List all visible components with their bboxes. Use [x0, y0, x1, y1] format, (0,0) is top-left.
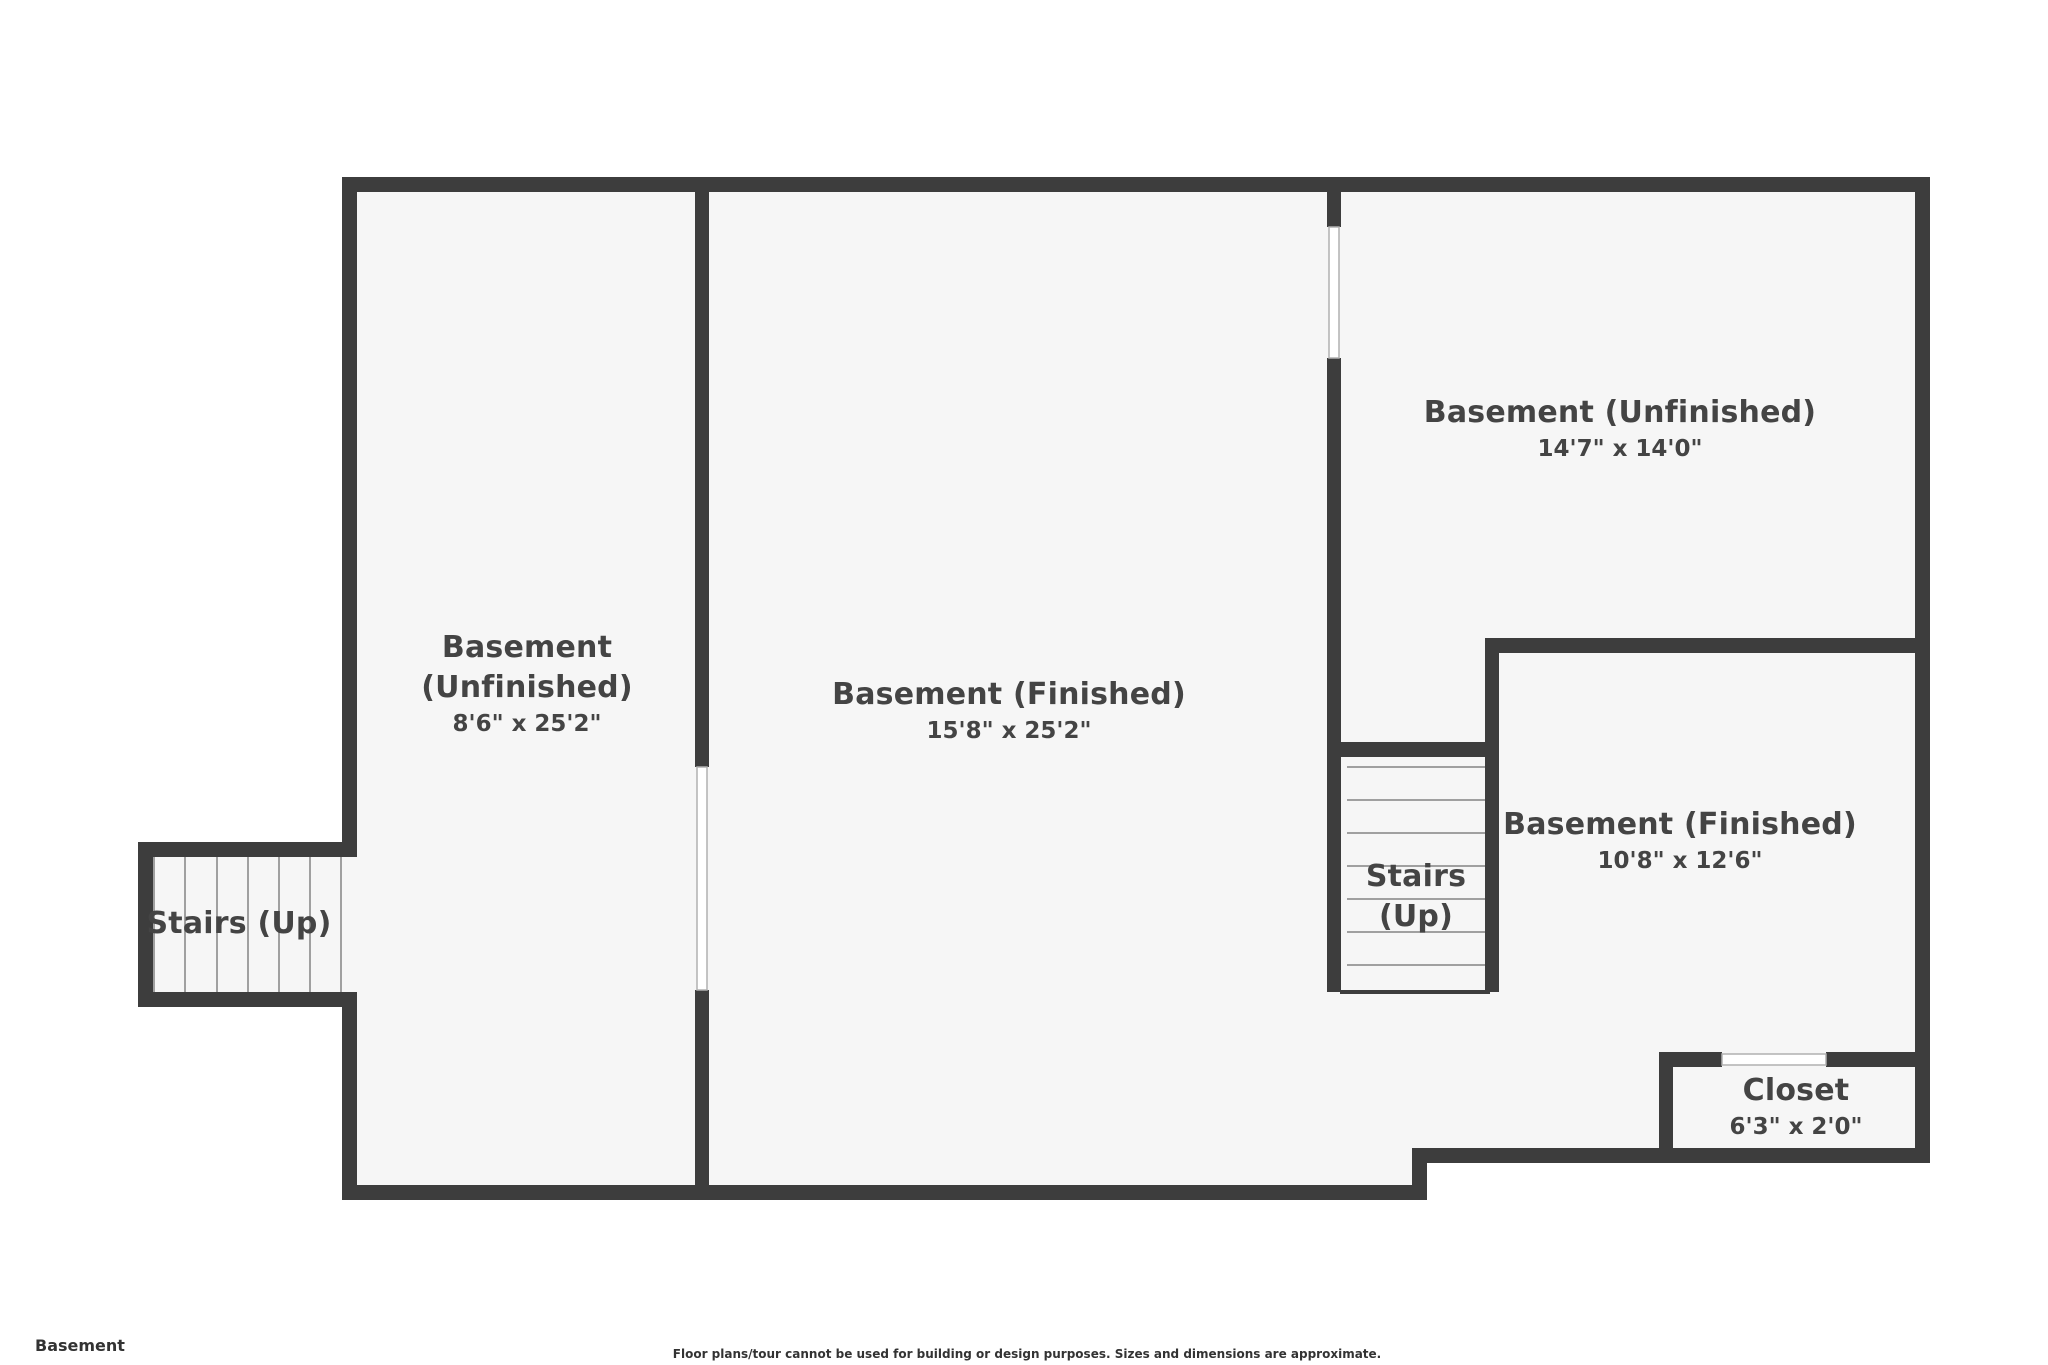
room-label-right-unfinished: Basement (Unfinished) 14'7" x 14'0"	[1424, 393, 1816, 465]
disclaimer: Floor plans/tour cannot be used for buil…	[0, 1347, 2048, 1361]
room-dimensions: 14'7" x 14'0"	[1537, 436, 1703, 462]
stairs-label-left: Stairs (Up)	[146, 904, 331, 944]
wall-bottom-main	[342, 1185, 1427, 1200]
wall-right-finished-left	[1485, 638, 1499, 992]
wall-closet-top-right	[1826, 1052, 1930, 1067]
room-name: Closet	[1742, 1073, 1850, 1108]
room-dimensions: 6'3" x 2'0"	[1729, 1114, 1863, 1140]
room-dimensions: 15'8" x 25'2"	[926, 718, 1092, 744]
room-name: Basement (Finished)	[832, 677, 1186, 712]
wall-left-stairs-bottom	[138, 992, 357, 1007]
wall-divider-left-lower	[695, 990, 709, 1200]
wall-right	[1915, 177, 1930, 1163]
room-name-line2: (Unfinished)	[421, 670, 633, 705]
main-floor-area	[349, 184, 1923, 1192]
room-label-right-finished: Basement (Finished) 10'8" x 12'6"	[1503, 805, 1857, 877]
wall-divider-left-upper	[695, 177, 709, 767]
room-label-left-unfinished: Basement (Unfinished) 8'6" x 25'2"	[421, 628, 633, 740]
room-name: Basement (Finished)	[1503, 807, 1857, 842]
wall-right-horizontal	[1485, 638, 1930, 653]
stairs-name: Stairs (Up)	[146, 906, 332, 941]
opening-left-divider	[696, 766, 708, 991]
wall-left-upper	[342, 177, 357, 849]
stairs-name: Stairs	[1365, 859, 1467, 894]
openings	[696, 226, 1827, 1066]
stairs-name-line2: (Up)	[1378, 899, 1454, 934]
wall-closet-top-left	[1659, 1052, 1722, 1067]
opening-right-divider	[1328, 226, 1340, 359]
walls	[138, 177, 1930, 1200]
wall-divider-right-mid	[1327, 358, 1341, 992]
wall-stairs-top	[1327, 742, 1499, 757]
wall-top	[342, 177, 1930, 192]
wall-left-lower	[342, 999, 357, 1200]
stairs-label-center: Stairs (Up)	[1366, 857, 1466, 937]
room-label-center-finished: Basement (Finished) 15'8" x 25'2"	[832, 675, 1186, 747]
room-name: Basement	[441, 630, 613, 665]
left-stairs-treads	[153, 857, 342, 992]
center-stairs-treads	[1340, 766, 1490, 994]
wall-left-stairs-left	[138, 842, 153, 1007]
opening-closet	[1721, 1053, 1827, 1066]
wall-divider-right-top	[1327, 177, 1341, 227]
room-label-closet: Closet 6'3" x 2'0"	[1730, 1071, 1863, 1143]
room-dimensions: 8'6" x 25'2"	[452, 711, 602, 737]
wall-left-stairs-top	[138, 842, 357, 857]
room-dimensions: 10'8" x 12'6"	[1597, 848, 1763, 874]
floor-name: Basement	[35, 1336, 125, 1355]
room-name: Basement (Unfinished)	[1423, 395, 1817, 430]
wall-closet-left	[1659, 1052, 1673, 1163]
disclaimer-text: Floor plans/tour cannot be used for buil…	[672, 1347, 1382, 1361]
